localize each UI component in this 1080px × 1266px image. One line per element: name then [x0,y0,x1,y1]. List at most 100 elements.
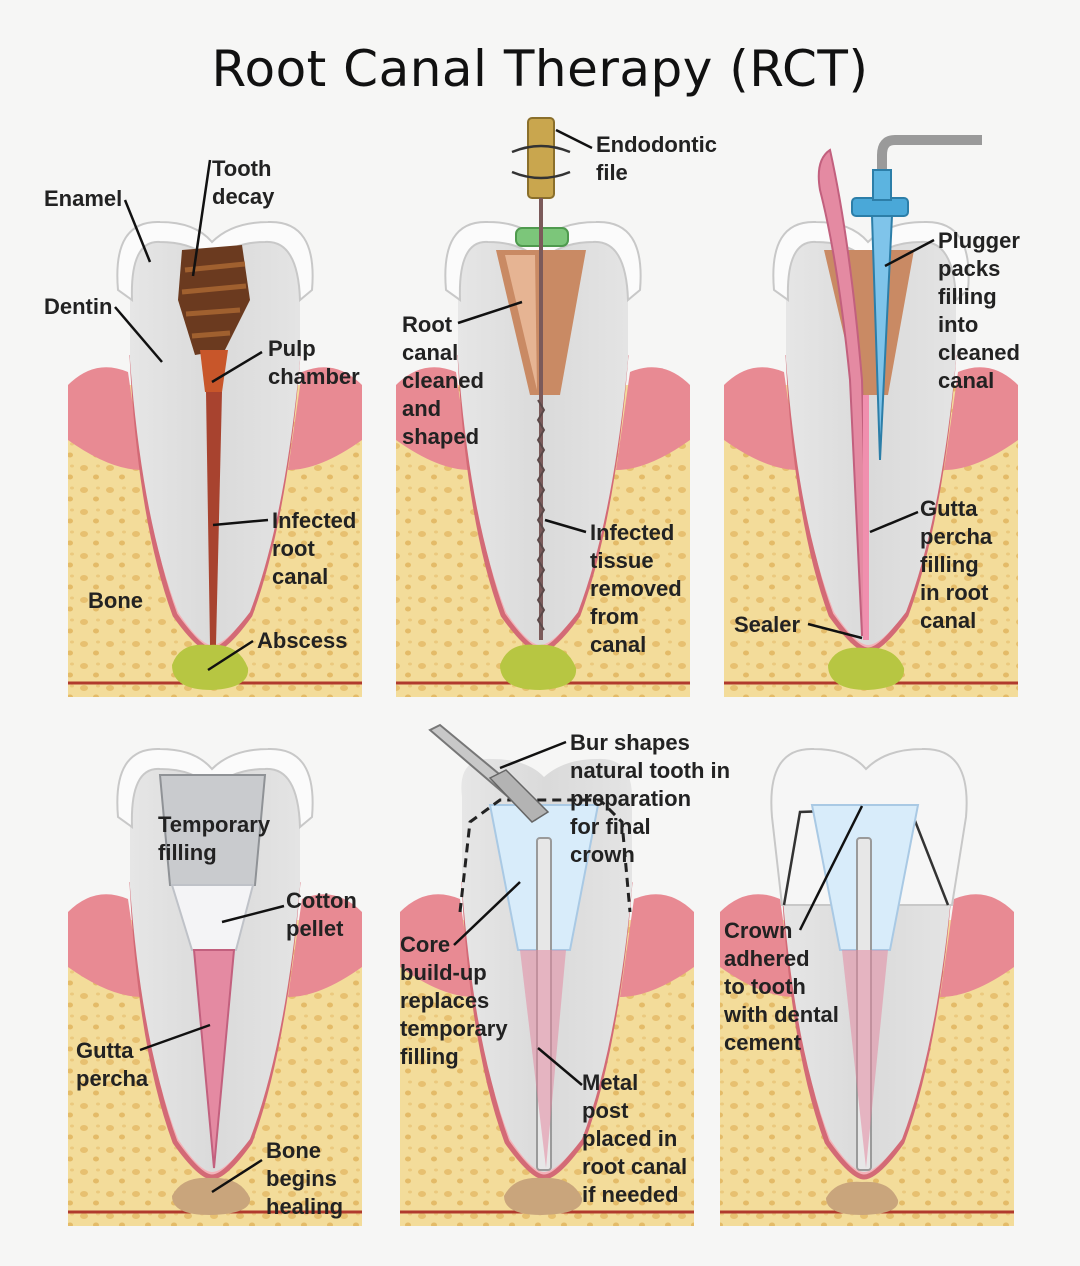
label-line: root canal [582,1154,687,1179]
label-line: placed in [582,1126,677,1151]
gum-left [724,367,798,470]
label-line: Dentin [44,294,112,319]
abscess [500,644,577,690]
label-line: begins [266,1166,337,1191]
file-handle [527,117,555,199]
label-line: in root [920,580,989,605]
rotation-arrows [511,144,571,180]
plugger [870,215,894,461]
label-line: Pulp [268,336,316,361]
cotton-pellet [170,884,255,951]
gum-left [396,367,470,470]
gum-right [288,894,362,997]
gum-right [940,894,1014,997]
label-line: Infected [272,508,356,533]
gum-right [620,894,694,997]
label-line: replaces [400,988,489,1013]
label-line: Bone [266,1138,321,1163]
label-abscess: Abscess [257,628,348,653]
label-line: Infected [590,520,674,545]
label-line: if needed [582,1182,679,1207]
label-line: Core [400,932,450,957]
infected-root-canal [206,392,222,645]
panel-6-crown: Crown adhered to tooth with dental cement [720,747,1014,1226]
label-infected-root-canal: Infected root canal [272,508,356,589]
prepared-outline [458,798,632,913]
healing-bone [826,1181,899,1215]
label-line: Bur shapes [570,730,690,755]
label-line: from [590,604,639,629]
bur-head [488,769,550,823]
label-line: Plugger [938,228,1020,253]
label-line: temporary [400,1016,508,1041]
label-line: Sealer [734,612,800,637]
leader-lines [114,159,269,672]
leader-lines [807,238,935,640]
pulp-chamber [200,350,228,392]
gutta-percha [192,949,236,1169]
label-line: removed [590,576,682,601]
label-line: build-up [400,960,487,985]
label-pulp-chamber: Pulp chamber [268,336,360,389]
gutta-percha [520,950,566,1168]
abscess [828,647,905,690]
label-line: into [938,312,978,337]
label-line: Bone [88,588,143,613]
file-twist [536,399,546,631]
leader-lines [453,740,583,1086]
label-line: cement [724,1030,802,1055]
gum-left [400,894,474,997]
gum-right [944,367,1018,470]
label-bone: Bone [88,588,143,613]
label-dentin: Dentin [44,294,112,319]
label-line: crown [570,842,635,867]
label-line: Root [402,312,453,337]
label-crown-adhered: Crown adhered to tooth with dental cement [723,918,839,1055]
label-line: Gutta [920,496,978,521]
gutta-percha [842,950,888,1168]
label-line: adhered [724,946,810,971]
enamel [116,747,314,830]
gum-right [288,367,362,470]
label-line: canal [272,564,328,589]
label-line: with dental [723,1002,839,1027]
label-line: Crown [724,918,792,943]
label-line: Enamel [44,186,122,211]
label-line: preparation [570,786,691,811]
leader-lines [139,904,285,1194]
page-title: Root Canal Therapy (RCT) [211,40,869,98]
label-line: and [402,396,441,421]
label-line: canal [402,340,458,365]
label-line: shaped [402,424,479,449]
label-line: natural tooth in [570,758,730,783]
label-line: packs [938,256,1000,281]
gum-right [616,367,690,470]
label-line: pellet [286,916,344,941]
label-line: Temporary [158,812,271,837]
label-line: root [272,536,315,561]
canal-highlight [505,255,537,390]
plugger-neck [872,169,892,201]
label-line: healing [266,1194,343,1219]
label-line: post [582,1098,629,1123]
label-line: canal [590,632,646,657]
label-line: cleaned [938,340,1020,365]
label-line: Abscess [257,628,348,653]
label-line: chamber [268,364,360,389]
label-enamel: Enamel [44,186,122,211]
decay-rings [181,261,247,339]
label-line: to tooth [724,974,806,999]
leader-lines [457,128,593,534]
